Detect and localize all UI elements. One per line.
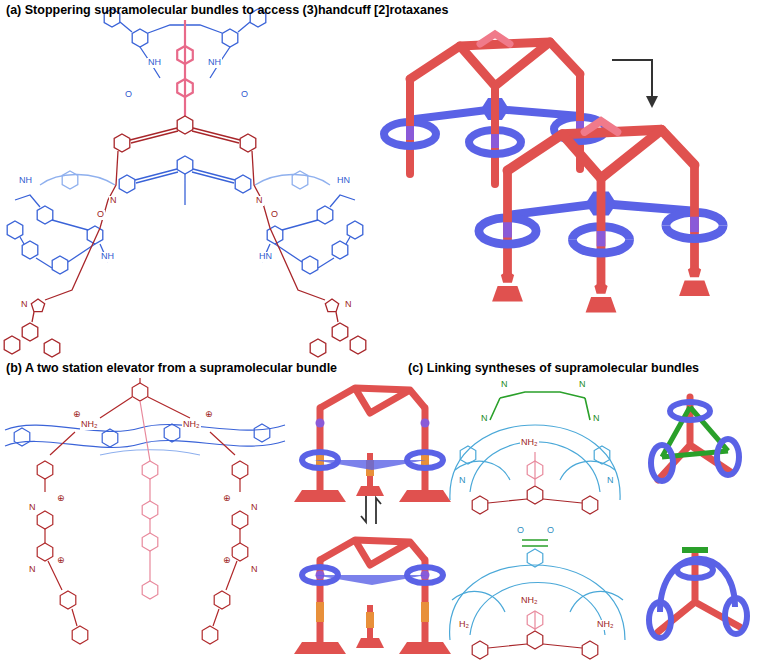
atom-label: N xyxy=(500,380,509,390)
atom-label: NH xyxy=(100,252,115,262)
atom-label: ⊕ xyxy=(72,410,82,420)
atom-label: ⊕ xyxy=(222,494,232,504)
atom-label: ⊕ xyxy=(222,556,232,566)
atom-label: O xyxy=(516,526,525,536)
atom-label: NH₂ xyxy=(520,596,539,606)
elevator-structure xyxy=(5,378,285,644)
atom-label: HN xyxy=(258,252,273,262)
atom-label: N xyxy=(20,300,29,310)
atom-label: N xyxy=(578,380,587,390)
atom-label: N xyxy=(344,300,353,310)
atom-label: N xyxy=(458,476,467,486)
panel-title: (b) A two station elevator from a supram… xyxy=(6,362,337,376)
atom-label: H₂ xyxy=(458,620,470,630)
atom-label: O xyxy=(270,210,279,220)
atom-label: N xyxy=(480,414,489,424)
atom-label: N xyxy=(592,414,601,424)
linked-bundle-cartoon xyxy=(649,397,747,638)
atom-label: N xyxy=(255,196,264,206)
atom-label: O xyxy=(124,90,133,100)
panel-title: (c) Linking syntheses of supramolecular … xyxy=(408,362,699,376)
atom-label: ⊕ xyxy=(56,494,66,504)
linked-bundle-structures xyxy=(450,392,625,659)
atom-label: N xyxy=(606,476,615,486)
panel-title: (a) Stoppering supramolecular bundles to… xyxy=(6,4,448,18)
atom-label: O xyxy=(240,90,249,100)
atom-label: NH₂ xyxy=(80,420,99,430)
atom-label: N xyxy=(28,503,37,513)
atom-label: NH₂ xyxy=(182,420,201,430)
atom-label: N xyxy=(109,196,118,206)
atom-label: ⊕ xyxy=(204,410,214,420)
atom-label: ⊕ xyxy=(56,556,66,566)
atom-label: NH xyxy=(207,58,222,68)
atom-label: HN xyxy=(336,176,351,186)
atom-label: N xyxy=(250,565,259,575)
atom-label: NH xyxy=(18,176,33,186)
elevator-cartoon xyxy=(294,388,451,654)
atom-label: NH₂ xyxy=(596,620,615,630)
atom-label: O xyxy=(96,210,105,220)
atom-label: O xyxy=(546,526,555,536)
atom-label: NH xyxy=(147,58,162,68)
atom-label: N xyxy=(250,503,259,513)
atom-label: NH₂ xyxy=(520,438,539,448)
rotaxane-cartoon xyxy=(384,34,723,312)
handcuff-rotaxane-structure xyxy=(4,9,366,357)
atom-label: N xyxy=(28,565,37,575)
